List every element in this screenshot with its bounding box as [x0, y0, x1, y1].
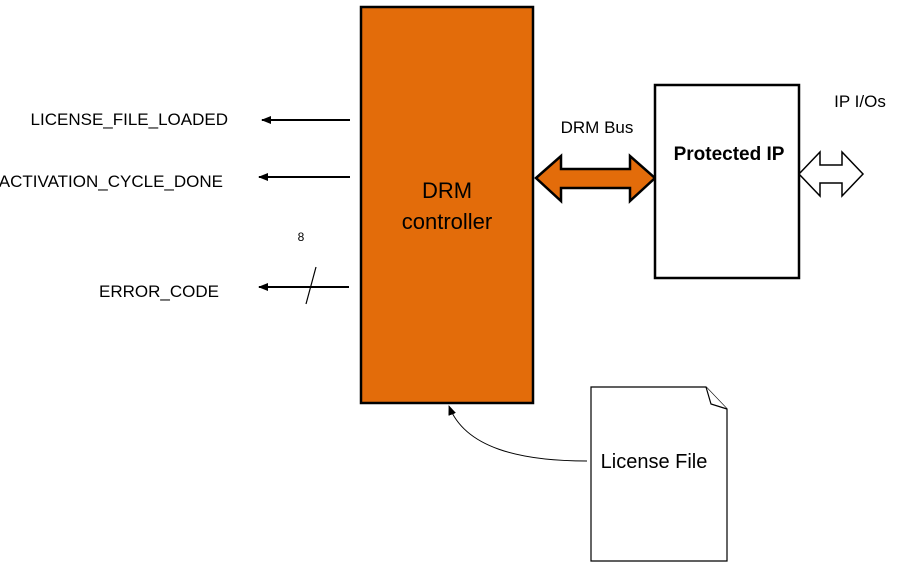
drm-bus-arrow — [534, 153, 657, 204]
error-code-width-label: 8 — [298, 230, 305, 244]
drm-controller-block — [359, 5, 535, 405]
drm-bus-label: DRM Bus — [561, 118, 634, 137]
license-file-page-fold — [705, 386, 728, 410]
bus-width-slash — [305, 266, 317, 305]
error-code-label: ERROR_CODE — [99, 282, 219, 301]
ip-ios-arrow — [797, 150, 865, 198]
protected-ip-block — [653, 83, 801, 280]
license-file-connector — [448, 405, 588, 462]
license-file-document — [590, 386, 728, 562]
license-file-label: License File — [601, 451, 708, 473]
protected-ip-label: Protected IP — [674, 144, 785, 165]
ip-ios-label: IP I/Os — [834, 92, 886, 111]
drm-controller-label-line2: controller — [402, 209, 492, 234]
activation-cycle-done-label: ACTIVATION_CYCLE_DONE — [0, 172, 223, 191]
drm-controller-label-line1: DRM — [422, 178, 472, 203]
license-file-loaded-label: LICENSE_FILE_LOADED — [31, 110, 228, 129]
